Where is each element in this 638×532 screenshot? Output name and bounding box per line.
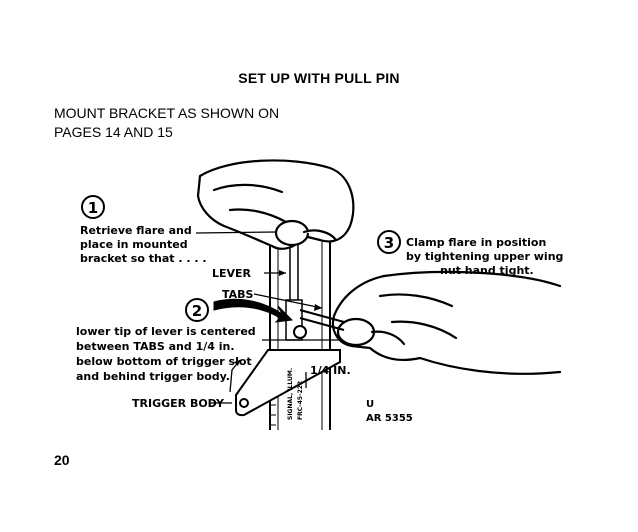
page-number: 20 [54, 452, 70, 468]
upper-hand-drawing [196, 159, 355, 250]
step1-line-1: Retrieve flare and [80, 224, 192, 237]
step3-text: Clamp flare in position by tightening up… [406, 236, 563, 277]
step3-line-1: Clamp flare in position [406, 236, 546, 249]
step3-line-2: by tightening upper wing [406, 250, 563, 263]
trigger-body-label: TRIGGER BODY [132, 397, 225, 410]
trigger-body-plate [235, 349, 341, 417]
leader-arrowheads [234, 270, 322, 366]
intro-line-2: PAGES 14 AND 15 [54, 124, 173, 140]
flare-text-line-1: SIGNAL, ILLUM. [287, 368, 294, 420]
intro-text: MOUNT BRACKET AS SHOWN ON PAGES 14 AND 1… [54, 104, 279, 142]
step2-line-4: and behind trigger body. [76, 370, 230, 383]
wing-nut-rod [293, 309, 345, 339]
step2-line-2: between TABS and 1/4 in. [76, 340, 235, 353]
step2-marker: 2 [185, 298, 209, 322]
page-heading: SET UP WITH PULL PIN [238, 70, 400, 86]
lever-label: LEVER [212, 267, 252, 280]
tabs-label: TABS [222, 288, 254, 301]
step2-line-1: lower tip of lever is centered [76, 325, 256, 338]
step2-text: lower tip of lever is centered between T… [76, 325, 256, 383]
step3-line-3: nut hand tight. [440, 264, 534, 277]
step2-number: 2 [192, 302, 202, 320]
flare-text-line-2: FRC-45-222 [297, 381, 304, 420]
lower-hand-drawing [331, 270, 562, 375]
u-mark-label: U [366, 399, 374, 410]
step2-arrow [213, 298, 294, 323]
step1-number: 1 [88, 199, 98, 217]
step1-text: Retrieve flare and place in mounted brac… [80, 224, 207, 265]
step3-marker: 3 [377, 230, 401, 254]
intro-line-1: MOUNT BRACKET AS SHOWN ON [54, 105, 280, 121]
part-code-label: AR 5355 [366, 413, 413, 424]
step1-marker: 1 [81, 195, 105, 219]
step2-line-3: below bottom of trigger slot [76, 355, 252, 368]
step1-line-3: bracket so that . . . . [80, 252, 207, 265]
step1-line-2: place in mounted [80, 238, 188, 251]
quarter-inch-label: 1/4 IN. [310, 364, 351, 377]
step3-number: 3 [384, 234, 394, 252]
